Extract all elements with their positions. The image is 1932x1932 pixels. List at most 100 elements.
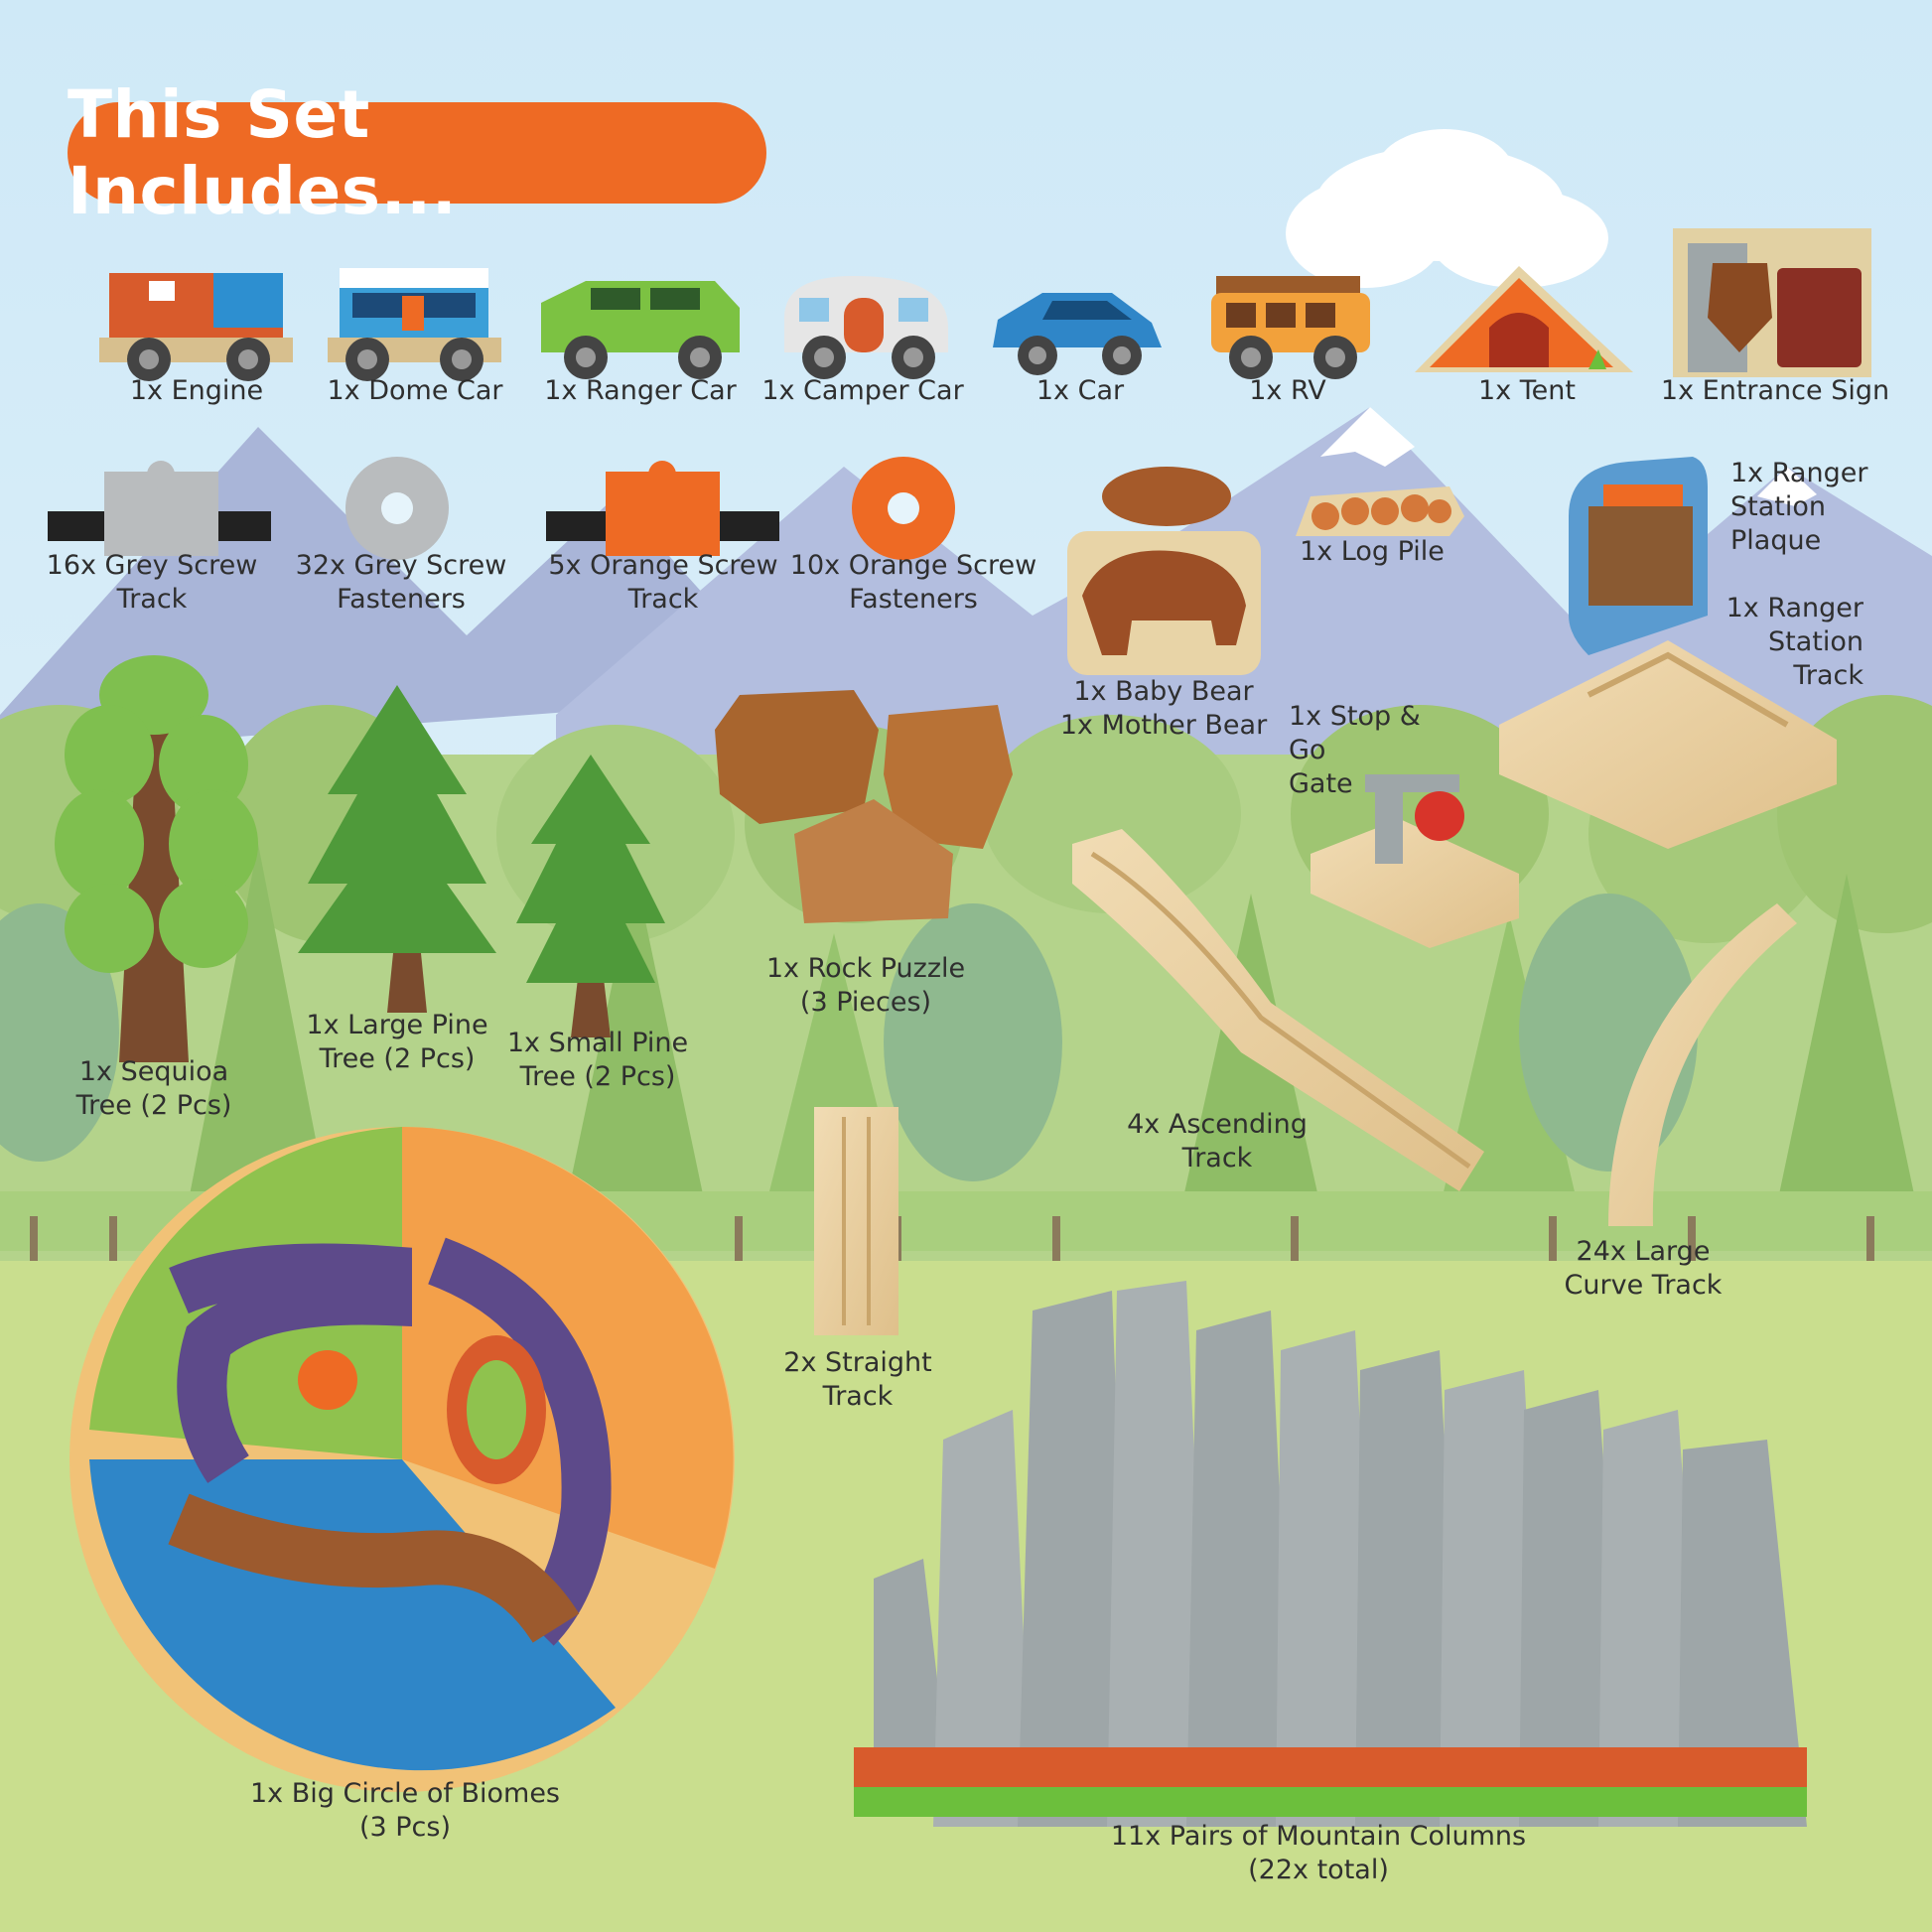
item-label-line: Fasteners xyxy=(337,584,466,615)
item-label-line: Go xyxy=(1289,735,1326,765)
item-label-line: Track xyxy=(822,1381,894,1412)
stop-go-gate-toy xyxy=(1311,774,1519,948)
item-label-line: Plaque xyxy=(1730,525,1822,556)
item-label-line: 1x Car xyxy=(1035,375,1125,406)
item-label-line: Station xyxy=(1730,491,1826,522)
rock-puzzle-toy xyxy=(715,690,1013,923)
item-label-line: 16x Grey Screw xyxy=(46,550,258,581)
item-label-line: Track xyxy=(1793,660,1863,691)
sequoia-tree-toy xyxy=(55,655,258,1062)
item-label-line: 1x Big Circle of Biomes xyxy=(249,1778,561,1809)
large-pine-tree-toy xyxy=(298,685,496,1013)
item-label-line: 1x Baby Bear xyxy=(1073,676,1254,707)
item-label-line: 1x Ranger xyxy=(1730,458,1868,488)
ranger-station-track-toy xyxy=(1499,640,1837,849)
engine-toy xyxy=(99,273,293,381)
item-label-line: (3 Pcs) xyxy=(358,1812,452,1843)
item-label-line: (3 Pieces) xyxy=(799,987,932,1018)
rv-toy xyxy=(1211,276,1370,379)
item-label-line: Station xyxy=(1768,626,1863,657)
grey-screw-track-toy xyxy=(48,461,271,556)
item-label-line: Tree (2 Pcs) xyxy=(319,1043,476,1074)
grey-screw-fastener-toy xyxy=(345,457,449,560)
item-label: 1x Log Pile xyxy=(1300,535,1445,569)
item-label-line: 1x Rock Puzzle xyxy=(765,953,966,984)
ranger-station-plaque-toy xyxy=(1569,457,1708,655)
entrance-sign-toy xyxy=(1673,228,1871,377)
item-label: 11x Pairs of Mountain Columns(22x total) xyxy=(1111,1820,1526,1887)
car-toy xyxy=(993,293,1162,375)
item-label-line: 1x Camper Car xyxy=(761,375,964,406)
item-label: 1x Car xyxy=(1036,374,1124,408)
ascending-track-toy xyxy=(1072,829,1484,1191)
orange-screw-track-toy xyxy=(546,461,779,556)
bears-toy xyxy=(1067,467,1261,675)
item-label-line: 24x Large xyxy=(1576,1236,1711,1267)
item-label-line: Track xyxy=(627,584,699,615)
item-label-line: Track xyxy=(1181,1143,1253,1173)
item-label-line: Tree (2 Pcs) xyxy=(519,1061,676,1092)
item-label-line: 11x Pairs of Mountain Columns xyxy=(1110,1821,1527,1852)
straight-track-toy xyxy=(814,1107,898,1335)
item-label-line: 1x RV xyxy=(1249,375,1326,406)
item-label-line: (22x total) xyxy=(1248,1855,1389,1885)
item-label-line: 1x Tent xyxy=(1478,375,1576,406)
curve-track-toy xyxy=(1608,903,1797,1226)
title-banner: This Set Includes... xyxy=(68,76,766,229)
item-label: 1x Rock Puzzle(3 Pieces) xyxy=(766,952,965,1020)
item-label-line: 1x Dome Car xyxy=(327,375,503,406)
item-label-line: 5x Orange Screw xyxy=(548,550,778,581)
ranger-car-toy xyxy=(541,281,740,379)
item-label-line: Track xyxy=(116,584,188,615)
item-label-line: Tree (2 Pcs) xyxy=(75,1090,232,1121)
tent-toy xyxy=(1415,266,1633,372)
log-pile-toy xyxy=(1296,486,1464,536)
item-label-line: 1x Ranger Car xyxy=(544,375,737,406)
item-label-line: Fasteners xyxy=(849,584,978,615)
item-label-line: 1x Log Pile xyxy=(1300,536,1445,567)
item-label-line: 1x Large Pine xyxy=(306,1010,488,1040)
item-label-line: 1x Small Pine xyxy=(506,1028,689,1058)
small-pine-tree-toy xyxy=(516,755,665,1037)
item-label-line: 1x Mother Bear xyxy=(1059,710,1268,741)
item-label: 1x Ranger Car xyxy=(544,374,737,408)
mountain-columns-toy xyxy=(854,1281,1807,1827)
item-label: 1x Dome Car xyxy=(327,374,502,408)
item-label-line: 1x Sequioa xyxy=(78,1056,229,1087)
item-label-line: 2x Straight xyxy=(783,1347,932,1378)
cloud xyxy=(1286,129,1608,288)
item-label: 1x RV xyxy=(1249,374,1326,408)
item-label: 1x Engine xyxy=(130,374,263,408)
item-label-line: 4x Ascending xyxy=(1127,1109,1308,1140)
item-label-line: 10x Orange Screw xyxy=(789,550,1037,581)
item-label-line: 1x Ranger xyxy=(1725,593,1863,623)
orange-screw-fastener-toy xyxy=(852,457,955,560)
item-label: 1x Tent xyxy=(1478,374,1576,408)
item-label-line: Gate xyxy=(1289,768,1353,799)
item-label: 1x Entrance Sign xyxy=(1661,374,1889,408)
page-title: This Set Includes... xyxy=(68,76,458,229)
item-label-line: 32x Grey Screw xyxy=(295,550,507,581)
biome-circle-toy xyxy=(69,1127,735,1792)
item-label-line: Curve Track xyxy=(1564,1270,1723,1301)
camper-car-toy xyxy=(784,276,948,379)
item-label: 1x Big Circle of Biomes(3 Pcs) xyxy=(250,1777,560,1845)
item-label: 1x Camper Car xyxy=(761,374,963,408)
item-label-line: 1x Stop & xyxy=(1289,701,1421,732)
